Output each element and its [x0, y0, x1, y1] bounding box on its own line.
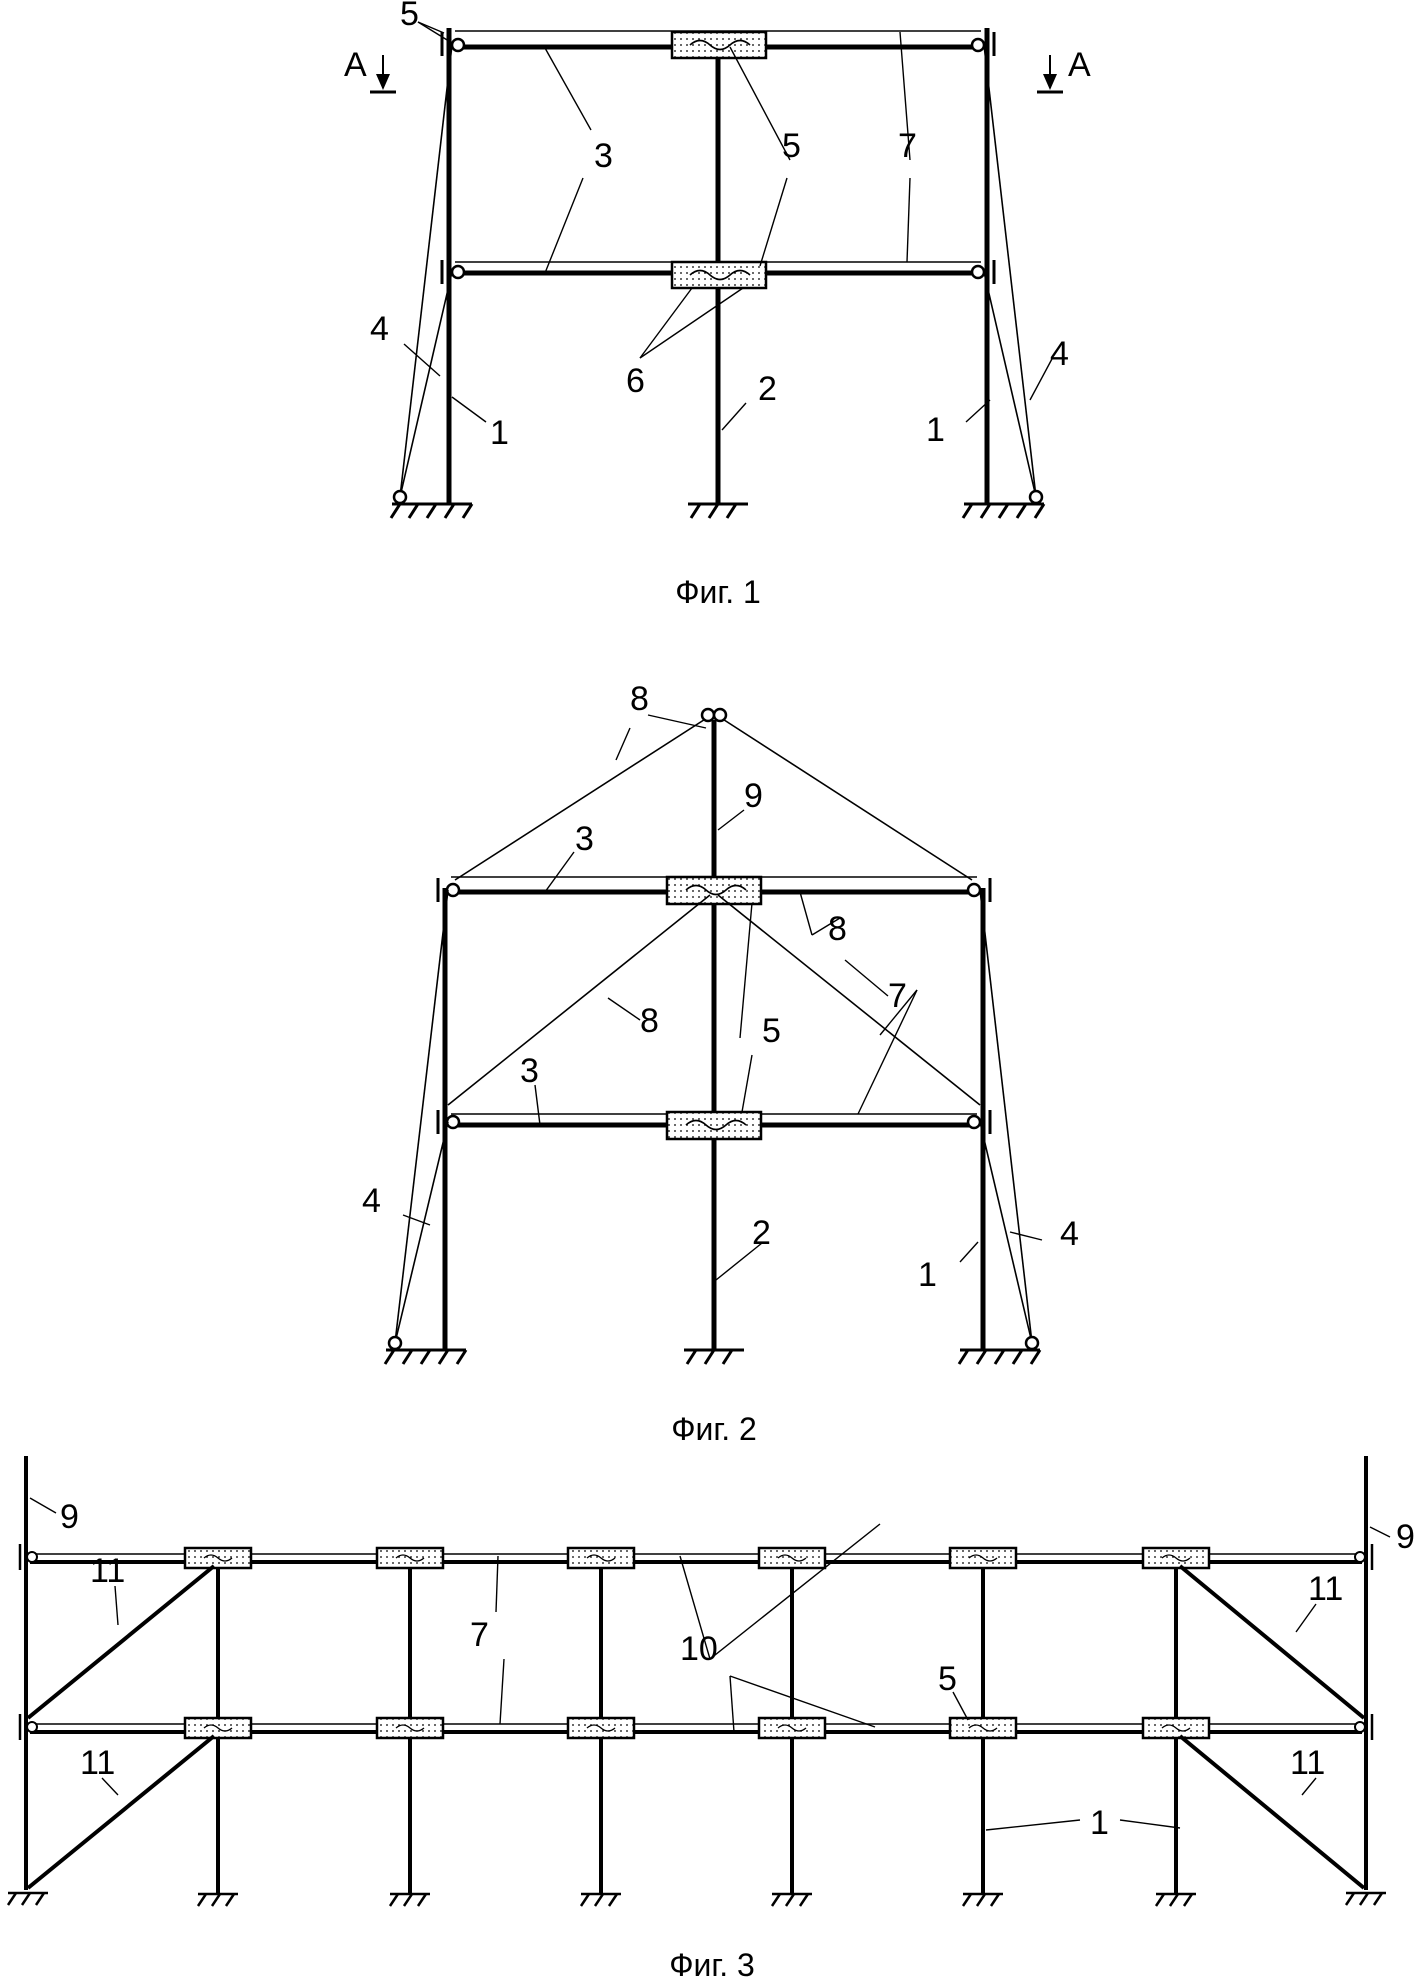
- fig2-diagonal-stay-right: [717, 894, 981, 1106]
- fig2-anchor-point: [1024, 1335, 1040, 1351]
- fig2-label-4-right: 4: [1060, 1215, 1079, 1253]
- fig2-label-4-left: 4: [362, 1182, 381, 1220]
- fig1-label-1-left: 1: [490, 414, 509, 452]
- fig1-left-guy-cable: [399, 44, 453, 498]
- fig2-left-guy-cable: [394, 1121, 449, 1344]
- fig1-pulley: [970, 264, 986, 280]
- fig1-caption: Фиг. 1: [675, 574, 761, 610]
- fig2-pulley: [966, 882, 982, 898]
- fig2-label-8-top: 8: [630, 680, 649, 718]
- fig2-pulley: [445, 882, 461, 898]
- fig1-ground-support-middle: [688, 502, 748, 519]
- fig2-label-2: 2: [752, 1214, 771, 1252]
- fig2-mast-head-pulley: [700, 707, 716, 723]
- fig2-caption: Фиг. 2: [671, 1411, 757, 1447]
- fig1-label-7: 7: [898, 127, 917, 165]
- fig1-section-label-right: А: [1068, 46, 1091, 84]
- fig1-anchor-point: [1028, 489, 1044, 505]
- fig2-right-guy-cable: [979, 1121, 1033, 1344]
- fig1-right-guy-cable: [983, 44, 1037, 498]
- fig2-top-stay-right: [717, 715, 973, 881]
- fig3-label-7: 7: [470, 1616, 489, 1654]
- fig2-ground-support-middle: [684, 1348, 744, 1365]
- fig1-ground-support-right: [961, 502, 1046, 519]
- fig1-right-guy-cable: [983, 271, 1037, 498]
- fig1-label-4-left: 4: [370, 310, 389, 348]
- fig1-pulley: [970, 37, 986, 53]
- fig1-left-guy-cable: [399, 271, 453, 498]
- fig3-label-11-bottom-right: 11: [1290, 1744, 1325, 1782]
- fig2-label-3-bottom: 3: [520, 1052, 539, 1090]
- fig2-diagonal-stay-left: [447, 894, 711, 1106]
- fig2-label-1: 1: [918, 1256, 937, 1294]
- fig1-label-3: 3: [594, 137, 613, 175]
- fig2-label-8-left: 8: [640, 1002, 659, 1040]
- fig1-label-5-center: 5: [782, 127, 801, 165]
- figure-1: 5 А А 3 3 5 7 7 4 4 6 2 1 1 Фиг. 1: [344, 0, 1091, 610]
- fig2-pulley: [445, 1114, 461, 1130]
- fig3-label-11-bottom-left: 11: [80, 1744, 115, 1782]
- fig3-label-9-left: 9: [60, 1498, 79, 1536]
- fig1-label-5: 5: [400, 0, 419, 33]
- figure-2: Фиг. 2 8 9 3 8 7 8 5 7 3 5 4 2 1 4: [362, 680, 1079, 1447]
- fig2-ground-support-left: [383, 1348, 468, 1365]
- fig3-label-10: 10: [680, 1630, 718, 1668]
- fig2-left-guy-cable: [394, 889, 449, 1344]
- fig2-label-8-right: 8: [828, 910, 847, 948]
- fig2-mast-head-pulley: [712, 707, 728, 723]
- fig3-caption: Фиг. 3: [669, 1947, 755, 1983]
- fig3-label-5: 5: [938, 1660, 957, 1698]
- fig3-label-11-top-right: 11: [1308, 1570, 1343, 1608]
- fig1-anchor-point: [392, 489, 408, 505]
- fig2-label-3-top: 3: [575, 820, 594, 858]
- fig2-pulley: [966, 1114, 982, 1130]
- fig2-label-5: 5: [762, 1012, 781, 1050]
- fig1-pulley: [450, 264, 466, 280]
- fig2-top-stay-left: [454, 715, 711, 881]
- figure-3: Фиг. 3 9 9 11 7 10 11 5 11 11 1: [6, 1456, 1415, 1983]
- fig1-section-label-left: А: [344, 46, 367, 84]
- fig1-label-6: 6: [626, 362, 645, 400]
- fig3-diagonal-braces: [26, 1564, 1366, 1890]
- fig2-label-7: 7: [888, 977, 907, 1015]
- fig1-ground-support-left: [389, 502, 474, 519]
- fig2-anchor-point: [387, 1335, 403, 1351]
- fig2-right-guy-cable: [979, 889, 1033, 1344]
- fig1-pulley: [450, 37, 466, 53]
- fig3-bottom-joint-boxes: [183, 1716, 1211, 1740]
- fig1-label-1-right: 1: [926, 411, 945, 449]
- fig2-ground-support-right: [957, 1348, 1042, 1365]
- fig1-label-4-right: 4: [1050, 335, 1069, 373]
- fig3-ground-supports: [6, 1891, 1386, 1907]
- fig1-label-2: 2: [758, 370, 777, 408]
- fig3-label-11-top-left: 11: [90, 1552, 125, 1590]
- fig3-top-joint-boxes: [183, 1546, 1211, 1570]
- fig2-label-9: 9: [744, 777, 763, 815]
- fig3-label-1: 1: [1090, 1804, 1109, 1842]
- fig3-label-9-right: 9: [1396, 1518, 1415, 1556]
